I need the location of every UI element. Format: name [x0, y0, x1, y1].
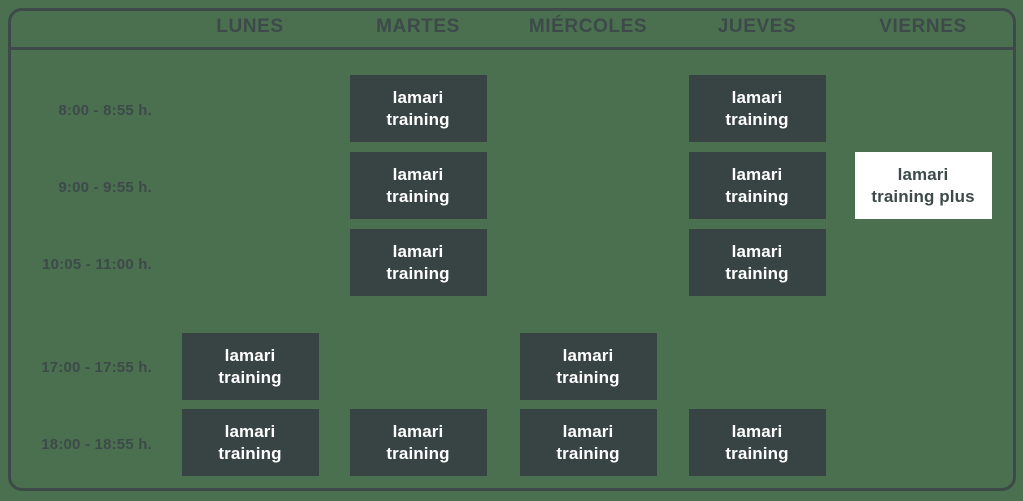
- day-header-1: LUNES: [216, 16, 284, 37]
- class-title-line-1: lamari: [731, 88, 783, 108]
- time-slot-label-2: 9:00 - 9:55 h.: [58, 179, 152, 196]
- day-header-2: MARTES: [376, 16, 460, 37]
- class-title-line-1: lamari: [224, 346, 276, 366]
- class-title-line-2: training: [725, 109, 789, 129]
- class-title-line-2: training: [218, 367, 282, 387]
- class-title-line-2: training: [386, 109, 450, 129]
- time-slot-label-1: 8:00 - 8:55 h.: [58, 102, 152, 119]
- time-slot-label-4: 17:00 - 17:55 h.: [41, 359, 152, 376]
- class-title-line-2: training: [386, 186, 450, 206]
- class-title-line-2: training: [725, 186, 789, 206]
- class-title-line-2: training: [725, 263, 789, 283]
- header-divider: [8, 47, 1016, 50]
- class-title-line-2: training: [556, 367, 620, 387]
- class-title-line-1: lamari: [562, 346, 614, 366]
- time-slot-label-3: 10:05 - 11:00 h.: [42, 256, 152, 273]
- class-title-line-2: training: [725, 443, 789, 463]
- class-title-line-2: training plus: [871, 186, 975, 206]
- class-title-line-1: lamari: [392, 242, 444, 262]
- class-title-line-1: lamari: [392, 88, 444, 108]
- class-title-line-1: lamari: [731, 165, 783, 185]
- day-header-3: MIÉRCOLES: [528, 16, 648, 37]
- class-title-line-1: lamari: [731, 242, 783, 262]
- class-title-line-2: training: [218, 443, 282, 463]
- time-slot-label-5: 18:00 - 18:55 h.: [41, 436, 152, 453]
- timetable-frame-border: [8, 8, 1016, 491]
- class-title-line-1: lamari: [562, 422, 614, 442]
- class-title-line-2: training: [556, 443, 620, 463]
- class-title-line-1: lamari: [731, 422, 783, 442]
- class-title-line-1: lamari: [392, 165, 444, 185]
- class-title-line-2: training: [386, 263, 450, 283]
- class-title-line-2: training: [386, 443, 450, 463]
- class-title-line-1: lamari: [224, 422, 276, 442]
- class-title-line-1: lamari: [392, 422, 444, 442]
- day-header-4: JUEVES: [717, 16, 797, 37]
- class-title-line-1: lamari: [897, 165, 949, 185]
- day-header-5: VIERNES: [879, 16, 967, 37]
